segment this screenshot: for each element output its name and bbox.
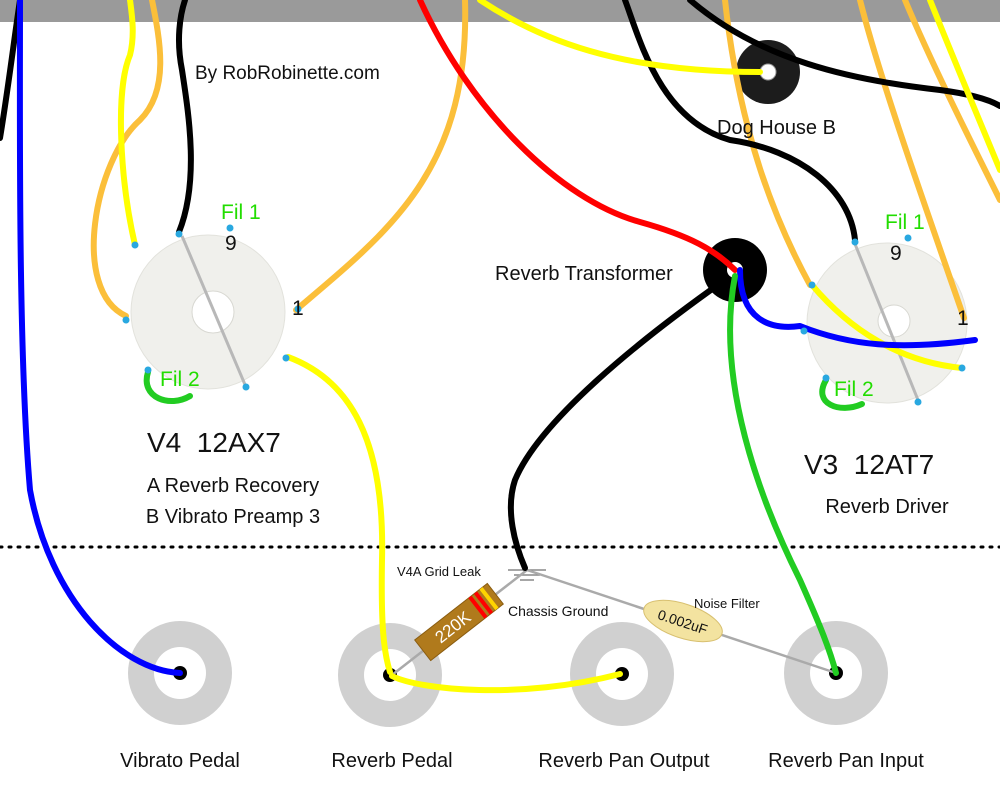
v3-socket	[806, 242, 968, 404]
wire-yellow-dog-house	[477, 0, 763, 75]
v4-function-b: B Vibrato Preamp 3	[146, 506, 320, 528]
wire-orange-edge	[902, 0, 1000, 203]
pin-dots	[122, 224, 966, 406]
v4-heater-jumper	[180, 235, 248, 388]
v4-pin9-label: 9	[225, 232, 237, 255]
dog-house-label: Dog House B	[717, 117, 836, 139]
wire-red-transformer	[417, 0, 738, 273]
wire-black-transformer-ground	[507, 279, 725, 571]
credit-text: By RobRobinette.com	[195, 63, 380, 84]
wire-yellow-v3	[809, 282, 965, 371]
wire-orange-v3-right	[857, 0, 967, 321]
wire-blue-vibrato-pedal	[16, 0, 183, 676]
wire-yellow-pan-output	[389, 671, 623, 694]
wires	[0, 0, 1000, 694]
v3-fil1-label: Fil 1	[885, 211, 925, 234]
v3-fil2-label: Fil 2	[834, 378, 874, 401]
v4-filament-2-arc	[143, 369, 193, 405]
v3-heater-jumper	[853, 243, 920, 401]
wire-green-pan-input	[727, 273, 839, 676]
wire-black-v3-pin9	[622, 0, 858, 243]
jack-label-reverb-pan-output: Reverb Pan Output	[538, 750, 710, 772]
v4-function-a: A Reverb Recovery	[147, 475, 319, 497]
wire-black-top-right	[687, 0, 1000, 109]
wire-yellow-v4-grid	[285, 354, 393, 675]
resistor-220k: 220K	[414, 582, 504, 662]
wire-orange-v4-pin6	[90, 0, 164, 319]
grid-leak-label: V4A Grid Leak	[397, 564, 481, 579]
reverb-transformer-label: Reverb Transformer	[495, 263, 673, 285]
wire-orange-v4-pin1	[293, 0, 469, 313]
wire-black-v4-pin9	[176, 0, 194, 235]
v4-fil2-label: Fil 2	[160, 368, 200, 391]
jack-label-reverb-pan-input: Reverb Pan Input	[768, 750, 924, 772]
wire-yellow-edge	[927, 0, 1000, 173]
v3-pin9-label: 9	[890, 242, 902, 265]
noise-filter-label: Noise Filter	[694, 596, 760, 611]
v3-tube-name: V3 12AT7	[804, 449, 934, 480]
v4-socket	[130, 234, 286, 390]
v4-tube-name: V4 12AX7	[147, 427, 281, 458]
v3-function: Reverb Driver	[825, 496, 949, 518]
jack-label-vibrato-pedal: Vibrato Pedal	[120, 750, 240, 772]
wire-yellow-v4-pin8	[117, 0, 138, 248]
chassis-ground-label: Chassis Ground	[508, 603, 608, 619]
v3-filament-2-arc	[819, 377, 865, 411]
jack-label-reverb-pedal: Reverb Pedal	[331, 750, 452, 772]
wire-orange-v3-left	[722, 0, 813, 288]
v4-pin1-label: 1	[292, 297, 304, 320]
v3-pin1-label: 1	[957, 307, 969, 330]
v4-fil1-label: Fil 1	[221, 201, 261, 224]
